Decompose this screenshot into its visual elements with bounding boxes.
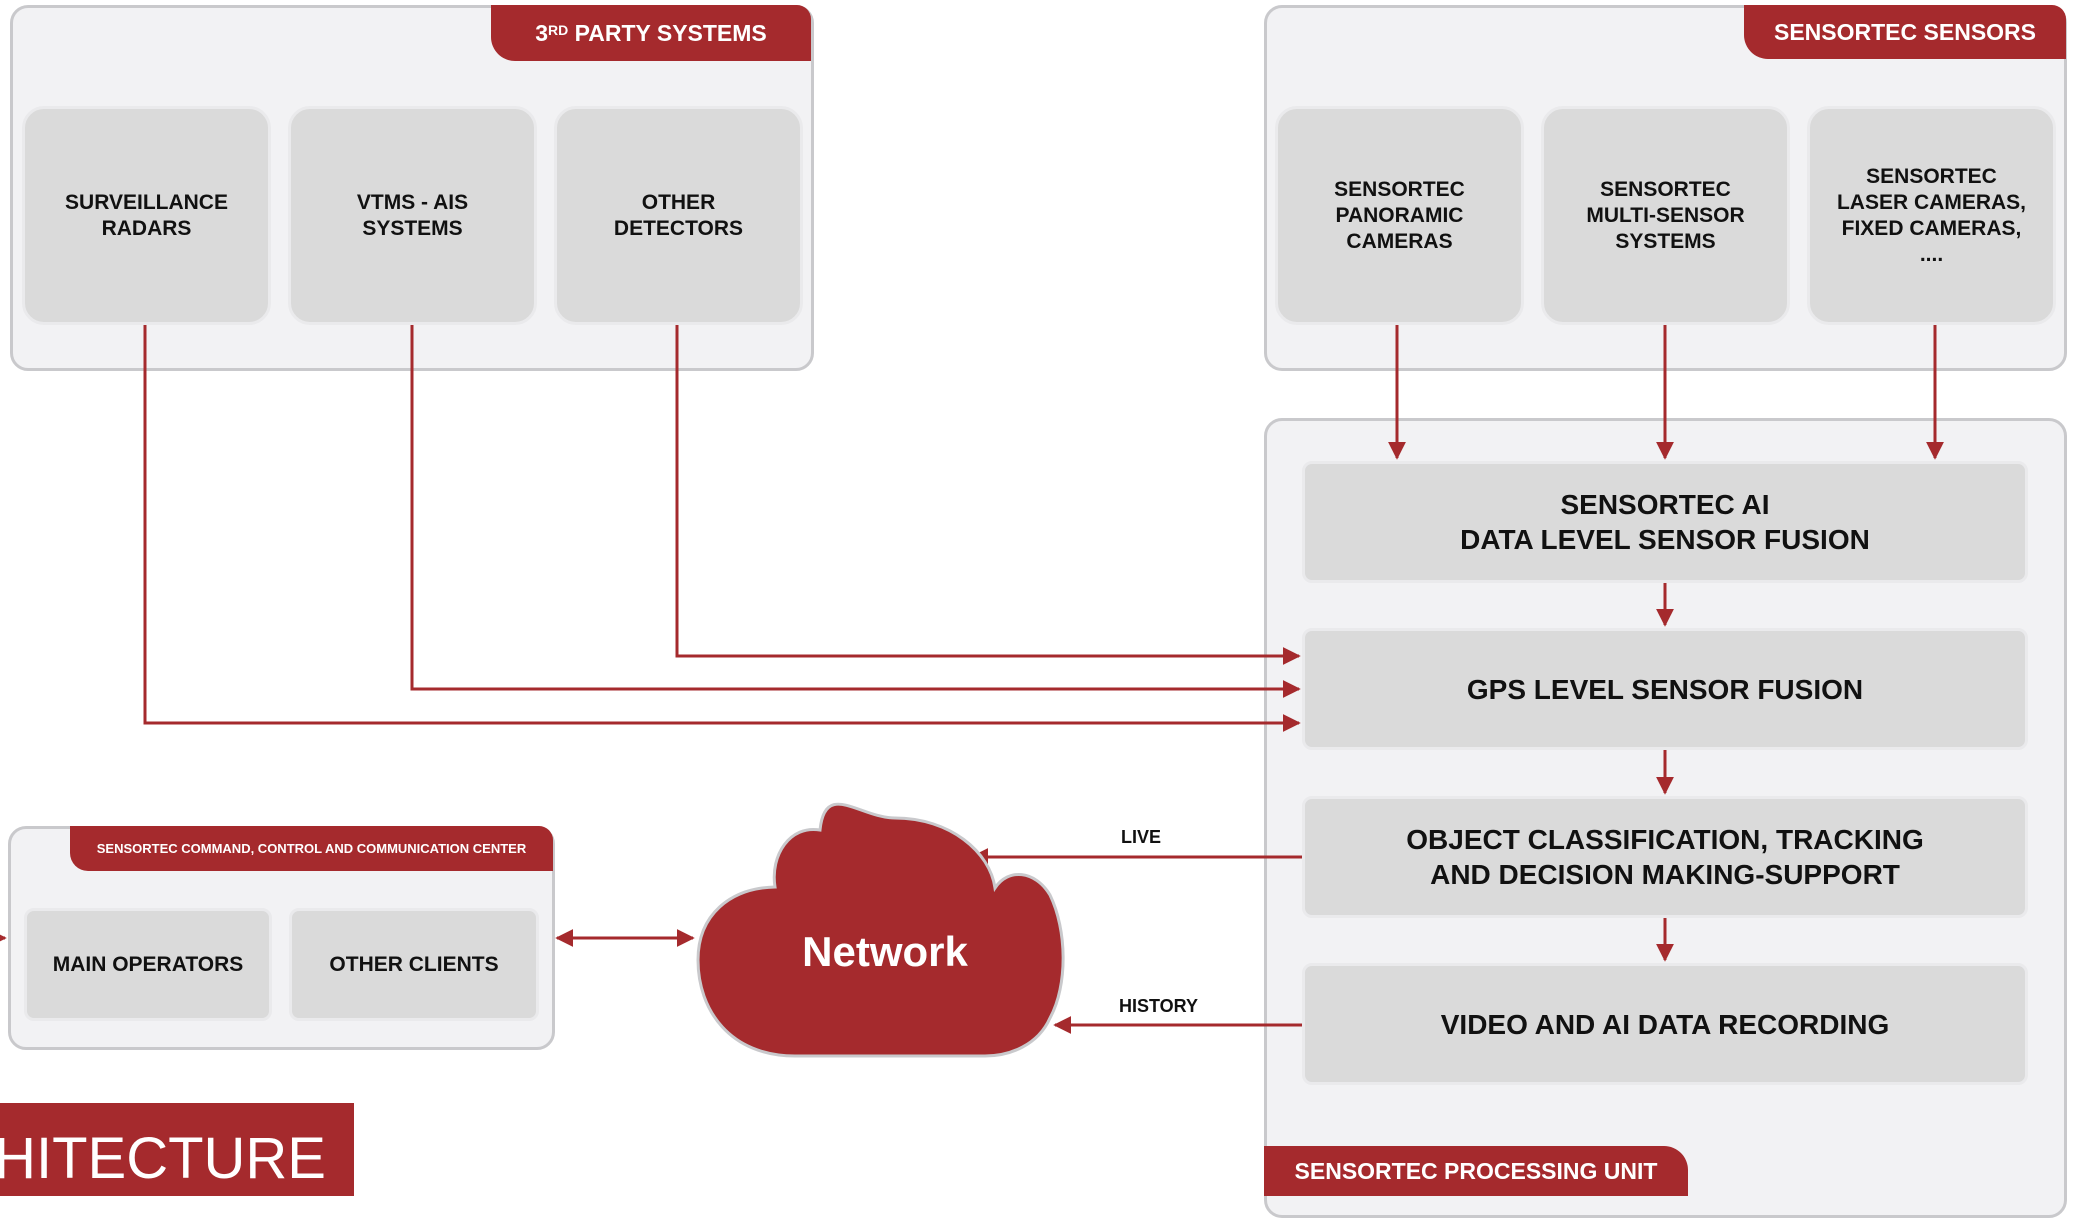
vtms-ais-systems-card: VTMS - AIS SYSTEMS <box>288 106 537 325</box>
architecture-title: CHITECTURE <box>0 1126 326 1191</box>
multi-sensor-systems-card: SENSORTEC MULTI-SENSOR SYSTEMS <box>1541 106 1790 325</box>
ai-data-level-fusion-stage: SENSORTEC AI DATA LEVEL SENSOR FUSION <box>1302 461 2028 583</box>
other-detectors-card: OTHER DETECTORS <box>554 106 803 325</box>
panoramic-cameras-card: SENSORTEC PANORAMIC CAMERAS <box>1275 106 1524 325</box>
third-party-tab-ordinal: RD <box>548 22 569 38</box>
detectors-to-gps-arrow <box>675 325 1301 665</box>
sensortec-sensors-tab: SENSORTEC SENSORS <box>1744 5 2066 59</box>
object-classification-stage: OBJECT CLASSIFICATION, TRACKING AND DECI… <box>1302 796 2028 918</box>
history-label: HISTORY <box>1119 996 1199 1016</box>
third-party-tab-number: 3 <box>535 19 549 46</box>
video-ai-recording-stage: VIDEO AND AI DATA RECORDING <box>1302 963 2028 1085</box>
other-clients-card: OTHER CLIENTS <box>289 908 539 1021</box>
radars-to-gps-arrow <box>143 325 1301 732</box>
laser-fixed-cameras-card: SENSORTEC LASER CAMERAS, FIXED CAMERAS, … <box>1807 106 2056 325</box>
network-cloud <box>696 802 1065 1058</box>
processing-unit-tab: SENSORTEC PROCESSING UNIT <box>1264 1146 1688 1196</box>
live-label: LIVE <box>1121 827 1162 847</box>
command-center-tab: SENSORTEC COMMAND, CONTROL AND COMMUNICA… <box>70 826 553 871</box>
surveillance-radars-card: SURVEILLANCE RADARS <box>22 106 271 325</box>
vtms-to-gps-arrow <box>410 325 1301 698</box>
network-label: Network <box>802 928 968 975</box>
gps-level-fusion-stage: GPS LEVEL SENSOR FUSION <box>1302 628 2028 750</box>
third-party-tab-text: PARTY SYSTEMS <box>568 19 767 46</box>
architecture-banner: CHITECTURE <box>0 1103 354 1196</box>
main-operators-card: MAIN OPERATORS <box>24 908 272 1021</box>
